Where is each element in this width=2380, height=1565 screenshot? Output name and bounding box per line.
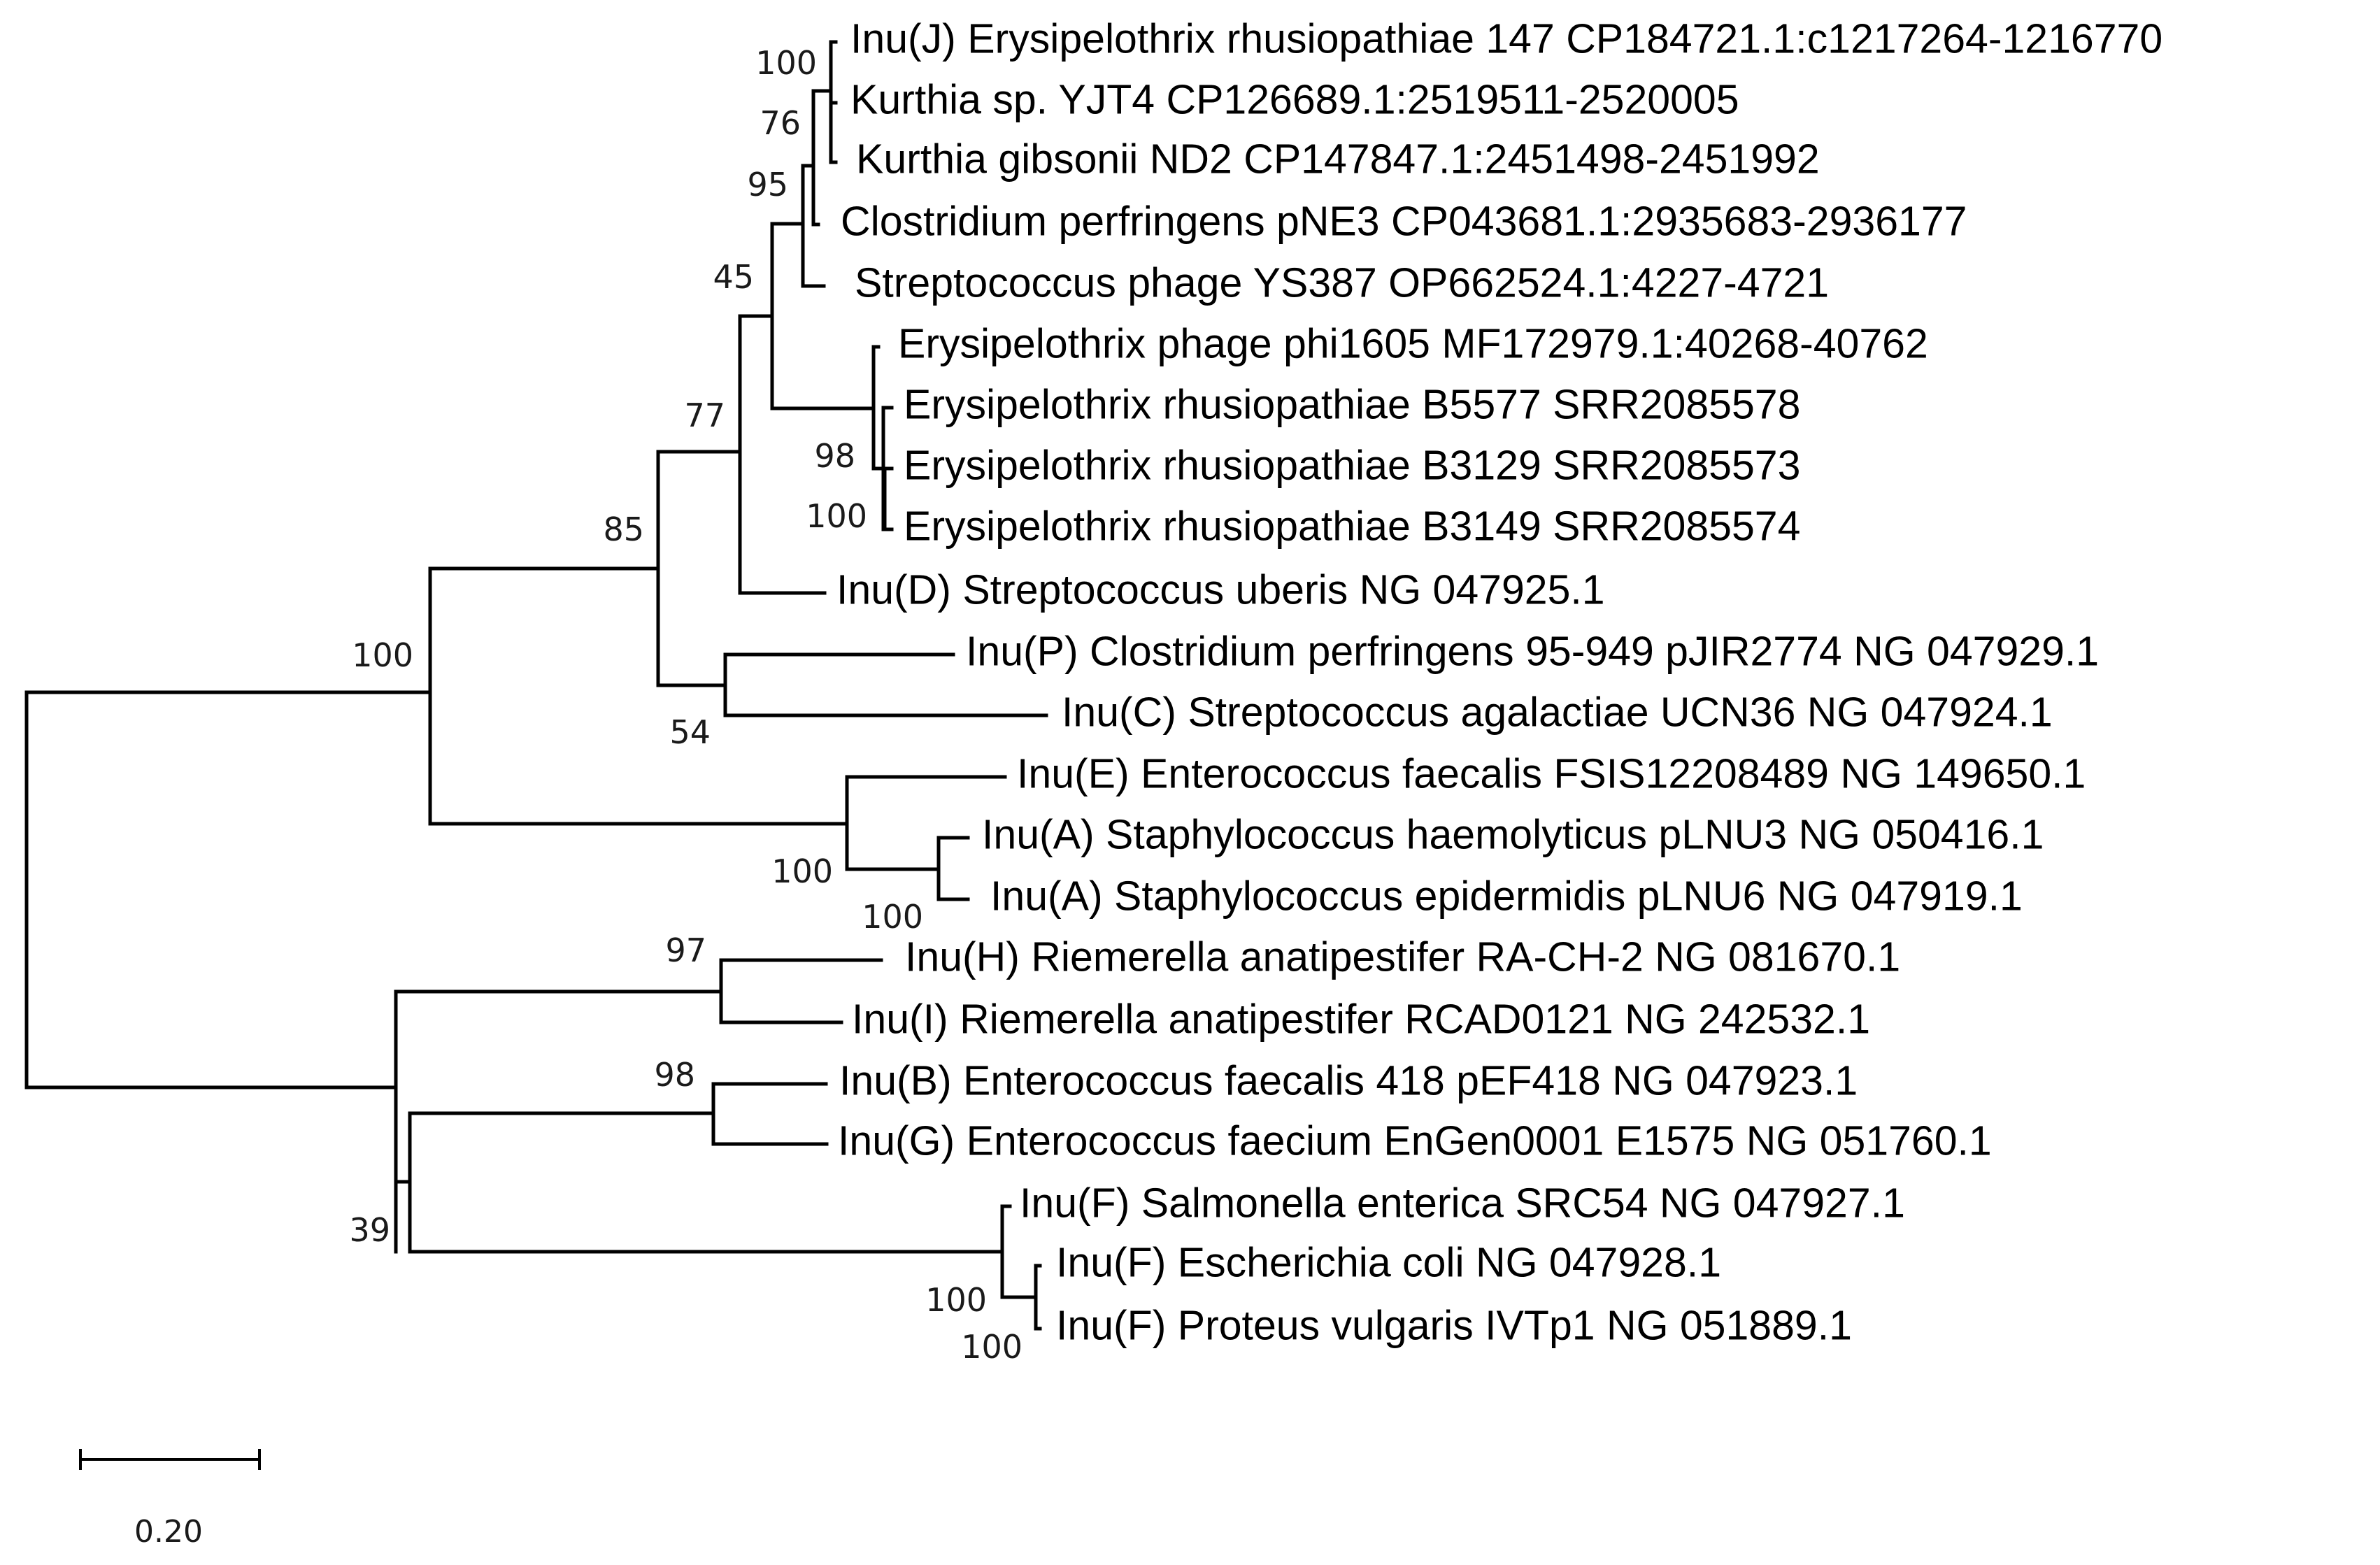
tip-labels: Inu(J) Erysipelothrix rhusiopathiae 147 … [836,16,2162,1349]
tip-label: Erysipelothrix rhusiopathiae B3129 SRR20… [904,443,1800,489]
tip-label: Inu(F) Salmonella enterica SRC54 NG 0479… [1020,1180,1905,1227]
bootstrap-value: 85 [603,510,644,548]
tip-label: Kurthia gibsonii ND2 CP147847.1:2451498-… [856,136,1820,183]
bootstrap-value: 45 [713,258,754,296]
bootstrap-value: 100 [755,44,817,82]
tip-label: Erysipelothrix rhusiopathiae B3149 SRR20… [904,503,1800,550]
bootstrap-value: 77 [684,396,725,434]
tip-label: Inu(I) Riemerella anatipestifer RCAD0121… [852,996,1870,1043]
tip-label: Erysipelothrix phage phi1605 MF172979.1:… [898,321,1928,367]
bootstrap-value: 100 [771,852,833,890]
tip-label: Streptococcus phage YS387 OP662524.1:422… [855,260,1829,306]
tip-label: Inu(G) Enterococcus faecium EnGen0001 E1… [838,1118,1992,1164]
tip-label: Inu(P) Clostridium perfringens 95-949 pJ… [966,629,2099,675]
bootstrap-values: 100 76 95 45 98 100 77 85 54 100 100 100… [349,44,1022,1366]
tip-label: Inu(J) Erysipelothrix rhusiopathiae 147 … [850,16,2162,62]
bootstrap-value: 100 [961,1328,1022,1366]
tip-label: Inu(F) Escherichia coli NG 047928.1 [1056,1240,1721,1286]
tip-label: Inu(C) Streptococcus agalactiae UCN36 NG… [1062,689,2053,736]
tip-label: Erysipelothrix rhusiopathiae B5577 SRR20… [904,382,1800,428]
bootstrap-value: 98 [654,1056,695,1094]
bootstrap-value: 98 [814,437,855,475]
tip-label: Clostridium perfringens pNE3 CP043681.1:… [841,199,1967,245]
tip-label: Inu(F) Proteus vulgaris IVTp1 NG 051889.… [1056,1303,1852,1349]
tip-label: Inu(A) Staphylococcus haemolyticus pLNU3… [982,812,2044,858]
bootstrap-value: 100 [862,898,923,936]
bootstrap-value: 100 [925,1281,987,1319]
bootstrap-value: 95 [747,166,788,203]
tip-label: Inu(E) Enterococcus faecalis FSIS1220848… [1017,751,2086,797]
bootstrap-value: 76 [760,104,801,142]
tip-label: Inu(A) Staphylococcus epidermidis pLNU6 … [990,873,2023,920]
tree-branches [24,40,1048,1331]
bootstrap-value: 100 [352,636,413,674]
scale-bar-label: 0.20 [134,1514,203,1550]
tip-label: Inu(B) Enterococcus faecalis 418 pEF418 … [839,1058,1858,1104]
tip-label: Kurthia sp. YJT4 CP126689.1:2519511-2520… [850,77,1739,123]
bootstrap-value: 39 [349,1211,390,1249]
tip-label: Inu(D) Streptococcus uberis NG 047925.1 [836,567,1605,613]
bootstrap-value: 97 [665,931,706,969]
scale-bar: 0.20 [79,1449,261,1550]
bootstrap-value: 54 [669,713,711,751]
bootstrap-value: 100 [806,497,867,535]
tip-label: Inu(H) Riemerella anatipestifer RA-CH-2 … [905,934,1900,980]
